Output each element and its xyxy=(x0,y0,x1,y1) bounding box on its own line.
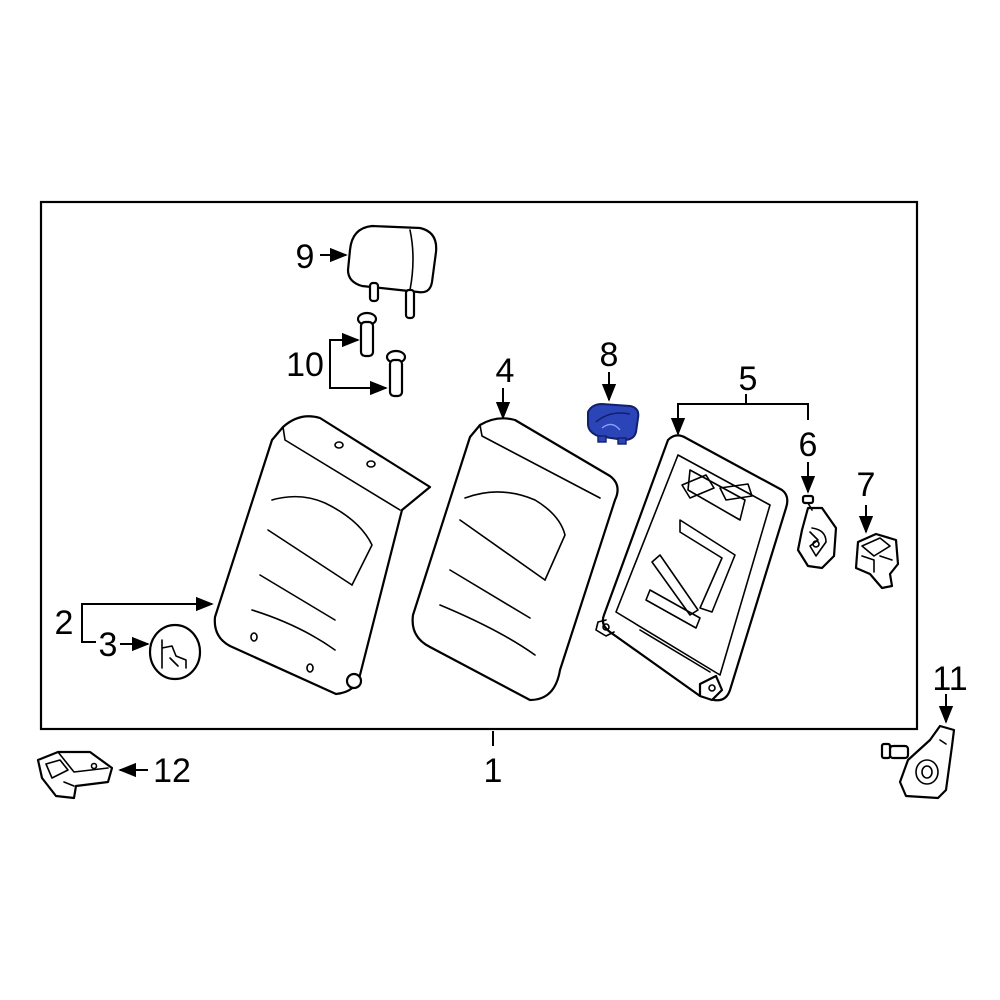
seat-back-pad-part-4[interactable] xyxy=(411,417,619,702)
assembly-frame xyxy=(39,200,919,731)
callout-8: 8 xyxy=(600,336,619,374)
callout-1: 1 xyxy=(484,752,503,790)
callout-2: 2 xyxy=(55,604,74,642)
callout-7: 7 xyxy=(857,466,876,504)
callout-4: 4 xyxy=(496,352,515,390)
latch-bracket-part-6[interactable] xyxy=(796,494,838,570)
headrest-part-9[interactable] xyxy=(346,224,438,320)
headrest-guide-part-10-lower[interactable] xyxy=(385,349,407,398)
callout-3: 3 xyxy=(99,626,118,664)
seat-back-frame-part-5[interactable] xyxy=(595,434,789,702)
lock-bracket-part-7[interactable] xyxy=(854,532,900,590)
callout-5: 5 xyxy=(739,360,758,398)
release-switch-part-8[interactable] xyxy=(587,402,640,445)
headrest-guide-part-10-upper[interactable] xyxy=(356,311,378,358)
callout-6: 6 xyxy=(799,426,818,464)
callout-11: 11 xyxy=(932,660,967,698)
pivot-bracket-part-11[interactable] xyxy=(880,724,956,800)
hinge-bracket-part-12[interactable] xyxy=(36,750,114,800)
callout-12: 12 xyxy=(153,752,191,790)
bezel-part-3[interactable] xyxy=(148,623,202,681)
callout-9: 9 xyxy=(296,238,315,276)
seat-back-cover-part-2[interactable] xyxy=(213,415,432,696)
callout-10: 10 xyxy=(286,346,324,384)
